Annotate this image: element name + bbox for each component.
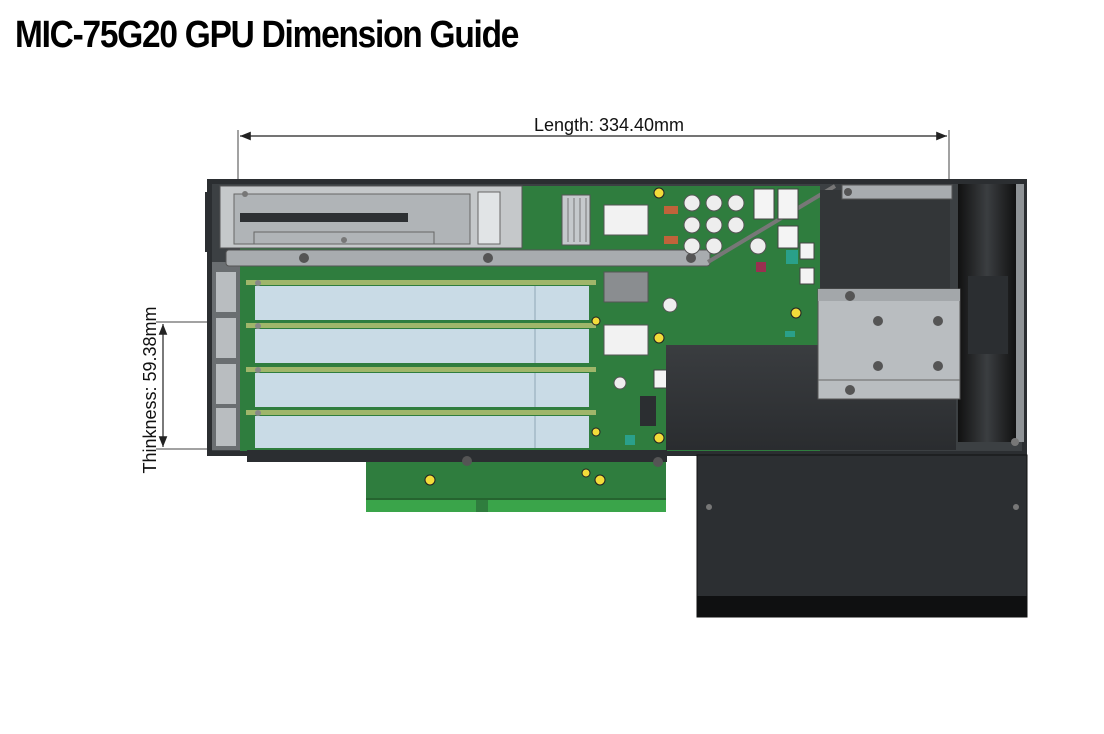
support-bar bbox=[225, 184, 837, 267]
length-dimension: Length: 334.40mm bbox=[237, 115, 950, 182]
page-title: MIC-75G20 GPU Dimension Guide bbox=[15, 14, 519, 56]
gpu-card-3 bbox=[246, 367, 596, 407]
chassis-bottom-rail bbox=[247, 450, 667, 467]
gpu-card-4 bbox=[246, 410, 596, 448]
length-label: Length: 334.40mm bbox=[534, 115, 684, 135]
gpu-card-1 bbox=[246, 280, 596, 320]
pcb-components bbox=[561, 187, 815, 478]
gpu-card-2 bbox=[246, 323, 596, 363]
thickness-label: Thinkness: 59.38mm bbox=[140, 306, 160, 473]
cooling-plate bbox=[817, 288, 961, 400]
drive-bracket bbox=[219, 185, 523, 249]
gpu-card-stack bbox=[246, 280, 596, 448]
thickness-dimension: Thinkness: 59.38mm bbox=[140, 306, 236, 474]
